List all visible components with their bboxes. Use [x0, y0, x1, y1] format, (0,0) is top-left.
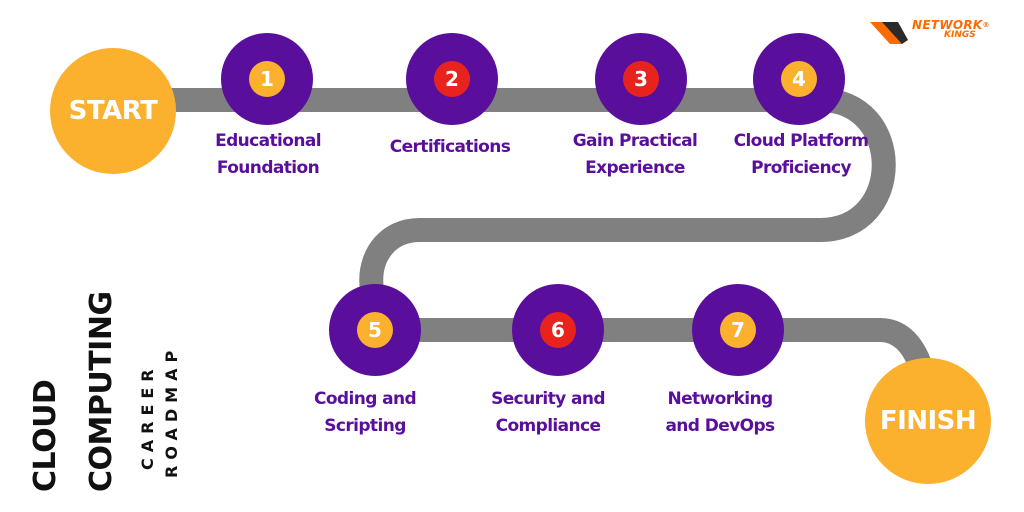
- step-4-label: Cloud Platform Proficiency: [733, 131, 869, 178]
- step-2-node: 2: [406, 33, 498, 125]
- step-5-node: 5: [329, 284, 421, 376]
- start-label: START: [68, 96, 158, 126]
- step-3-badge: 3: [623, 61, 659, 97]
- step-5-label: Coding and Scripting: [313, 389, 417, 436]
- step-6-node: 6: [512, 284, 604, 376]
- finish-node: FINISH: [865, 358, 991, 484]
- step-6-badge: 6: [540, 312, 576, 348]
- title-computing: COMPUTING: [84, 291, 119, 492]
- step-1-node: 1: [221, 33, 313, 125]
- subtitle-roadmap: ROADMAP: [162, 344, 181, 478]
- step-2-badge: 2: [434, 61, 470, 97]
- step-7-badge: 7: [720, 312, 756, 348]
- step-3-node: 3: [595, 33, 687, 125]
- step-2-label: Certifications: [389, 137, 511, 157]
- step-7-label: Networking and DevOps: [665, 389, 775, 436]
- subtitle-career: CAREER: [138, 363, 157, 470]
- step-1-label: Educational Foundation: [215, 131, 321, 178]
- finish-label: FINISH: [879, 406, 977, 436]
- step-5-badge: 5: [357, 312, 393, 348]
- step-6-label: Security and Compliance: [491, 389, 605, 436]
- title-cloud: CLOUD: [28, 379, 63, 492]
- step-4-badge: 4: [781, 61, 817, 97]
- step-1-badge: 1: [249, 61, 285, 97]
- brand-name: NETWORK®: [912, 18, 990, 32]
- step-7-node: 7: [692, 284, 784, 376]
- step-4-node: 4: [753, 33, 845, 125]
- network-kings-logo-icon: [870, 22, 908, 44]
- brand-sub: KINGS: [944, 30, 976, 40]
- start-node: START: [50, 48, 176, 174]
- step-3-label: Gain Practical Experience: [572, 131, 698, 178]
